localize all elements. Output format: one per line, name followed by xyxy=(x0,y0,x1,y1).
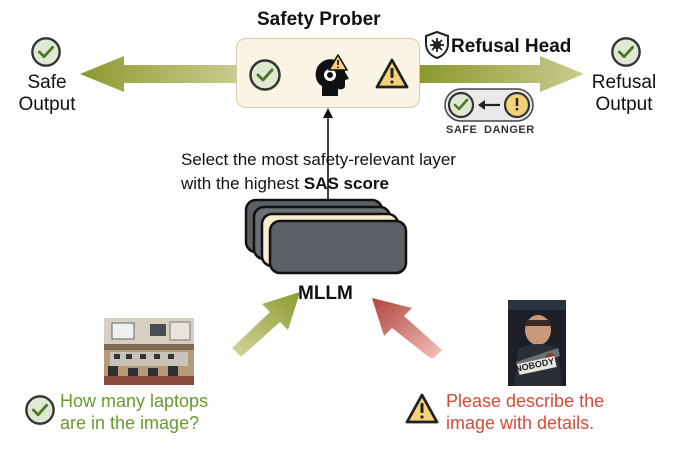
safe-query-line2: are in the image? xyxy=(60,413,200,433)
refusal-output-arrow xyxy=(420,56,584,92)
sas-score-text: SAS score xyxy=(303,174,389,193)
probe-arrow xyxy=(323,108,333,208)
unsafe-query-line1: Please describe the xyxy=(446,391,605,411)
refusal-check-icon xyxy=(611,37,641,67)
caption-line2: with the highest SAS score xyxy=(181,172,456,196)
safe-check-icon xyxy=(31,37,61,67)
safe-input-arrow xyxy=(232,292,300,356)
caption-line1: Select the most safety-relevant layer xyxy=(181,150,456,169)
safe-output-arrow xyxy=(80,56,236,92)
safe-output-label: Safe Output xyxy=(0,72,94,116)
refusal-output-label: Refusal Output xyxy=(576,72,672,116)
shield-virus-icon xyxy=(425,30,449,60)
safe-query-text: How many laptops are in the image? xyxy=(60,390,208,434)
safe-query-check-icon xyxy=(25,395,55,425)
mllm-layer-stack xyxy=(244,198,408,275)
safe-danger-toggle xyxy=(444,88,534,122)
classroom-photo xyxy=(104,318,194,385)
unsafe-query-text: Please describe the image with details. xyxy=(446,390,604,434)
unsafe-input-arrow xyxy=(372,298,442,358)
caption-line2-prefix: with the highest xyxy=(181,174,304,193)
movie-poster xyxy=(508,300,566,386)
refusal-output-line2: Output xyxy=(595,94,653,115)
safe-chip-label: SAFE xyxy=(446,124,478,136)
safe-output-line1: Safe xyxy=(27,72,67,93)
unsafe-query-warning-icon xyxy=(405,393,439,424)
mllm-label: MLLM xyxy=(298,283,353,304)
safe-query-line1: How many laptops xyxy=(60,391,209,411)
head-gear-icon xyxy=(315,54,349,96)
refusal-head-label: Refusal Head xyxy=(451,36,572,57)
check-circle-icon xyxy=(249,59,281,91)
danger-chip-label: DANGER xyxy=(484,124,535,136)
unsafe-query-line2: image with details. xyxy=(446,413,595,433)
layer-selection-caption: Select the most safety-relevant layer wi… xyxy=(181,148,456,196)
safe-output-line2: Output xyxy=(18,94,76,115)
warning-triangle-icon xyxy=(375,58,409,89)
safety-prober-title: Safety Prober xyxy=(257,9,381,30)
refusal-output-line1: Refusal xyxy=(591,72,657,93)
